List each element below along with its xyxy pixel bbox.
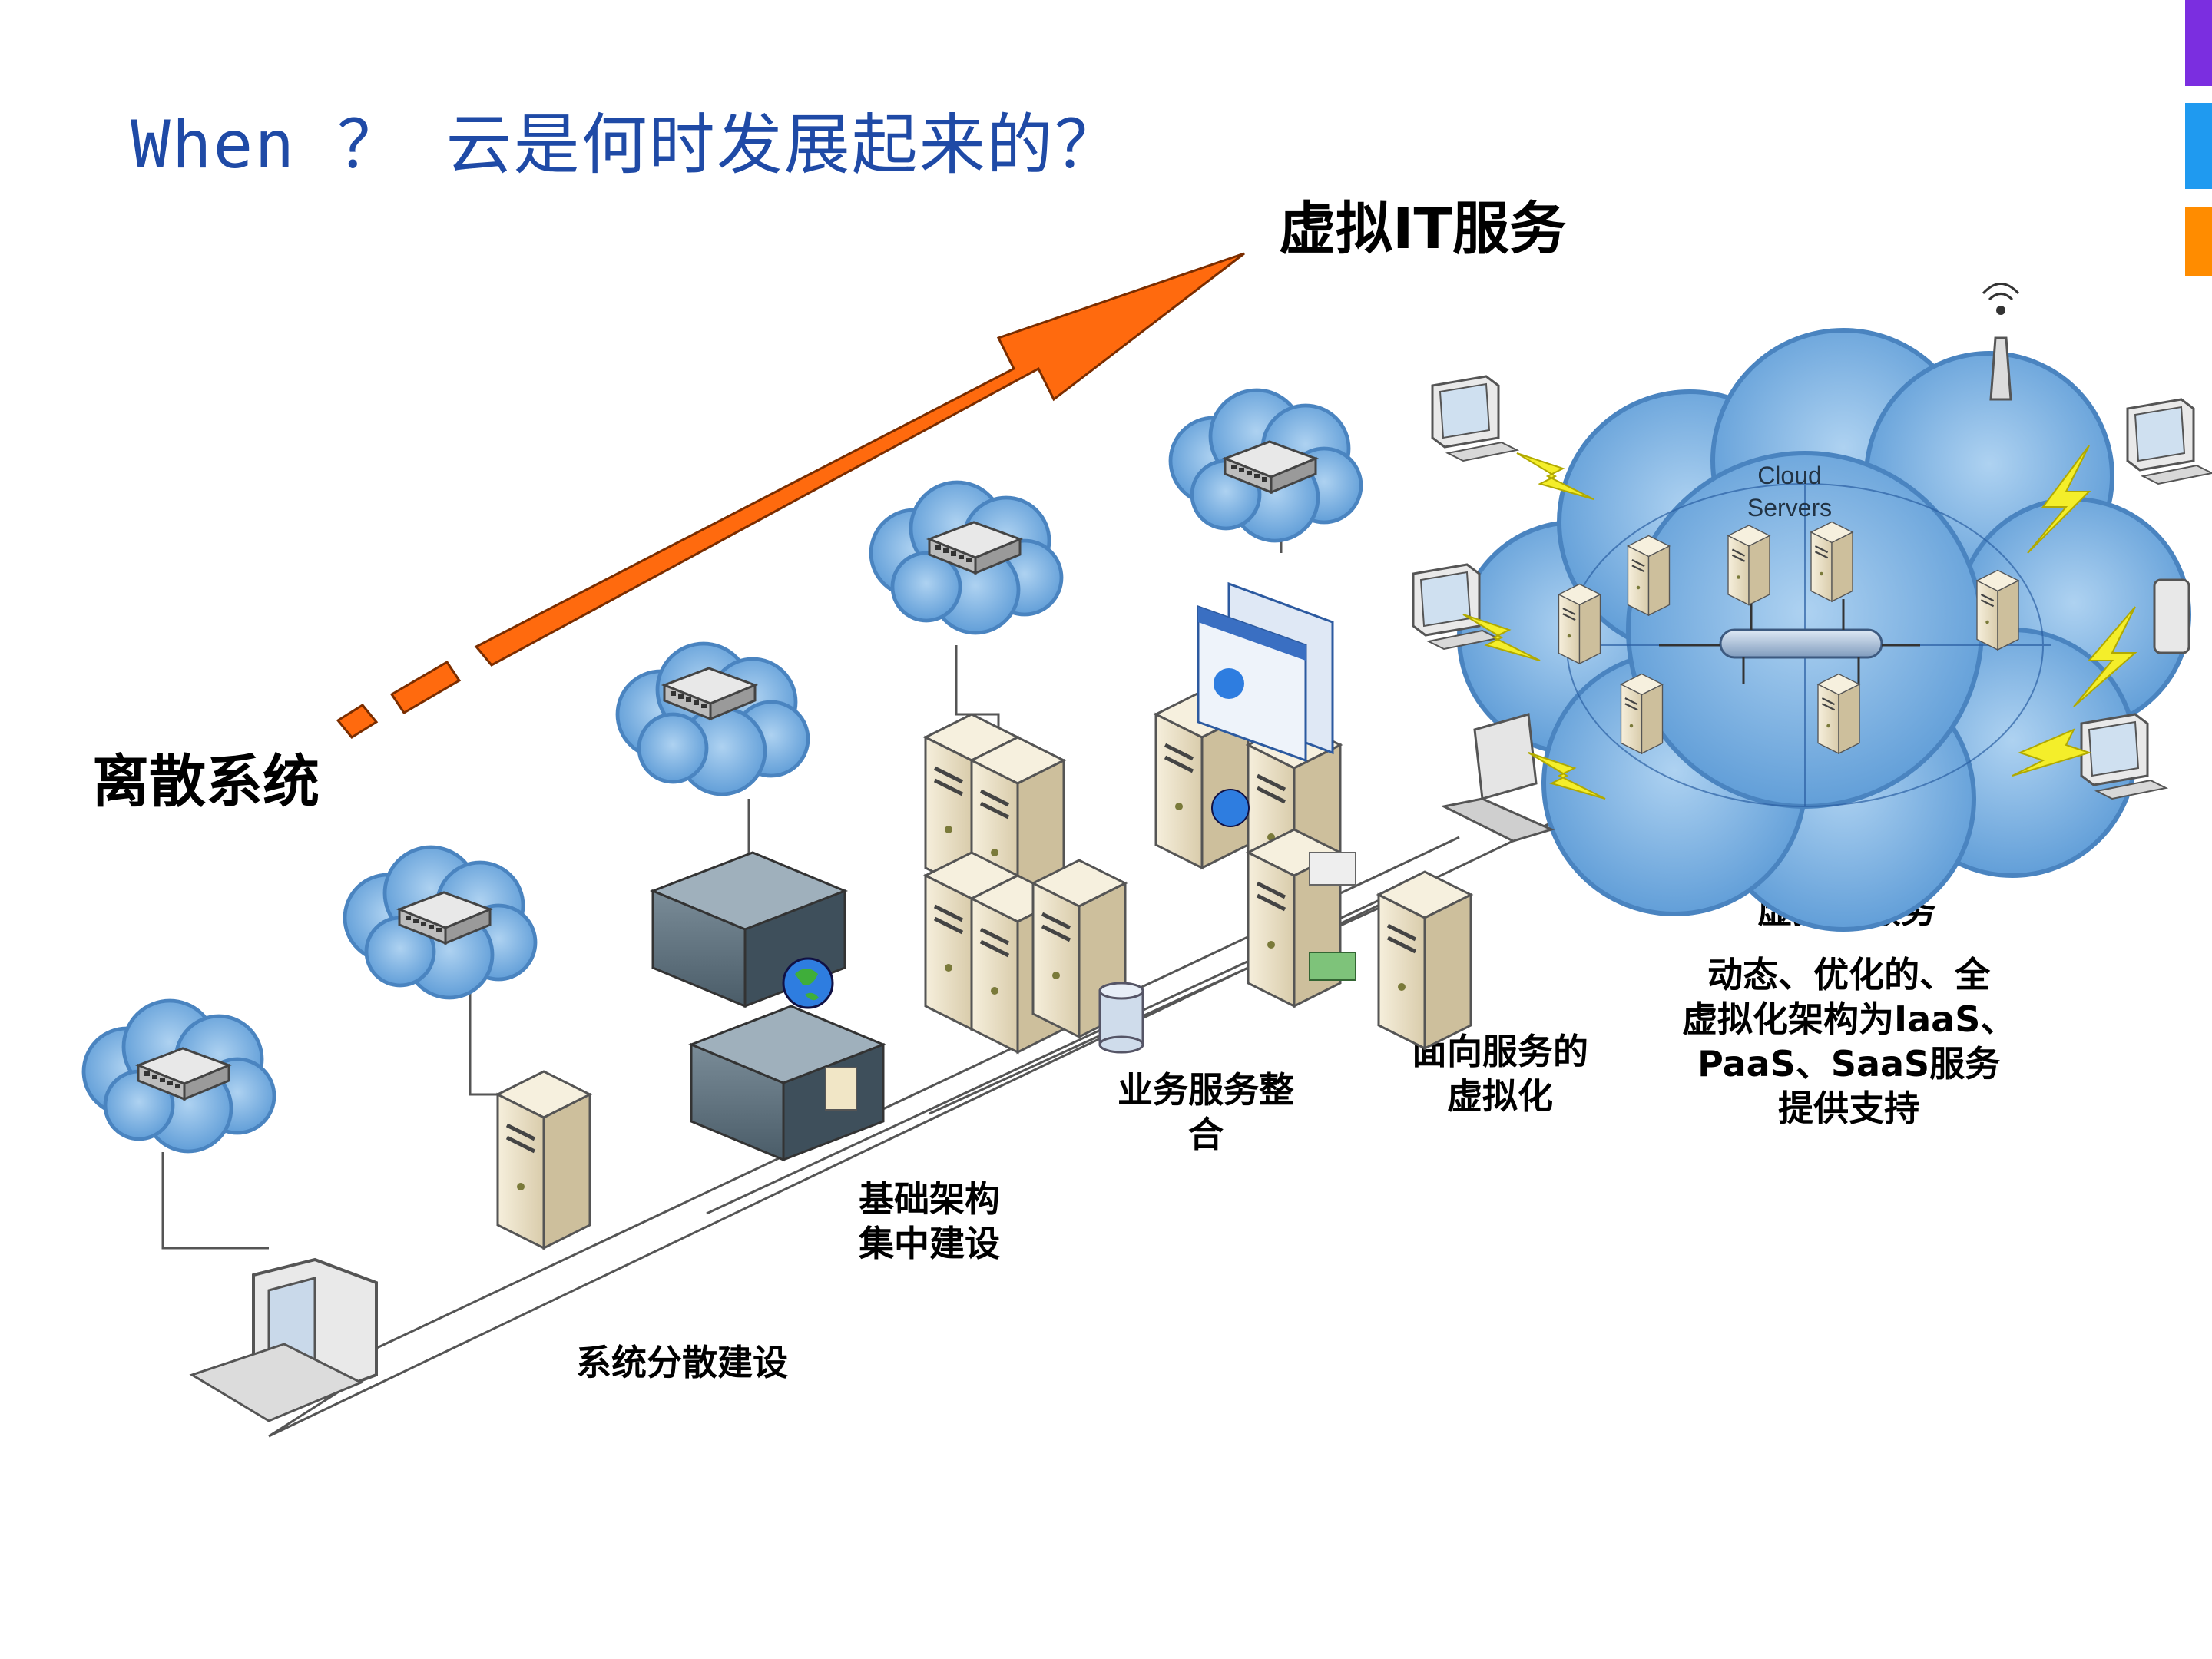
stage-caption-2: 基础架构 集中建设 [859,1177,1000,1266]
accent-bar-purple [2185,0,2212,86]
cloud-tag-line-1: Cloud [1757,462,1822,489]
stage-2-line-2: 集中建设 [859,1223,1000,1264]
cash-icon [1309,952,1356,981]
stage-6-line-4: 提供支持 [1778,1088,1920,1129]
stage-caption-6: 动态、优化的、全 虚拟化架构为IaaS、 PaaS、SaaS服务 提供支持 [1682,952,2015,1131]
database-icon [1098,982,1144,1054]
desktop-computer [189,1257,378,1422]
stage-caption-3: 业务服务整 合 [1118,1068,1294,1157]
laptop-icon [1440,713,1555,843]
lightning-icon [2012,728,2092,777]
stage-1-line-1: 系统分散建设 [576,1342,788,1383]
top-label: 虚拟IT服务 [1279,196,1567,262]
browser-window-icon [1197,581,1334,763]
accent-bar-blue [2185,103,2212,189]
cloud-1 [84,1001,274,1151]
lightning-icon [2027,445,2091,554]
envelope-icon [1309,852,1356,886]
server-icon [1558,583,1601,665]
globe-icon [1211,789,1250,827]
stage-6-line-1: 动态、优化的、全 [1707,954,1991,995]
server-icon [1810,521,1854,603]
lightning-icon [2073,606,2137,707]
stage-2-line-1: 基础架构 [859,1178,1000,1220]
stage-4-line-2: 虚拟化 [1447,1075,1553,1117]
stage-1-devices [189,1071,590,1422]
monitor-icon [2126,398,2212,485]
stage-3-devices [926,714,1144,1054]
cloud-3 [618,644,808,794]
virtual-cloud: Cloud Servers [1457,283,2191,932]
pda-icon [2153,578,2190,654]
server-icon [1379,872,1471,1048]
accent-bar-orange [2185,207,2212,276]
stage-4-devices [1156,581,1471,1048]
server-icon [1627,535,1671,617]
stage-6-line-2: 虚拟化架构为IaaS、 [1682,998,2016,1040]
server-icon [1727,524,1771,606]
page-title: When ？ 云是何时发展起来的？ [131,107,1122,184]
keyboard-icon [189,1343,364,1422]
document-icon [825,1067,857,1111]
server-icon [1620,673,1664,755]
cloud-5 [1171,390,1361,541]
stage-3-line-2: 合 [1188,1114,1224,1155]
stage-caption-1: 系统分散建设 [576,1340,788,1385]
stage-6-line-3: PaaS、SaaS服务 [1697,1043,2001,1084]
stage-3-line-1: 业务服务整 [1118,1069,1294,1111]
client-devices [1412,375,2212,843]
server-icon [1975,569,2020,651]
pipe-icon [1719,628,1883,659]
cloud-tag-line-2: Servers [1747,494,1832,522]
server-icon [498,1071,590,1248]
left-label: 离散系统 [92,749,320,815]
antenna-icon [1982,283,2020,401]
cloud-2 [345,847,535,998]
growth-arrow [336,252,1245,739]
stage-2-devices [649,851,887,1162]
server-icon [1816,673,1861,755]
monitor-icon [1431,375,1518,462]
cloud-4 [871,482,1061,633]
